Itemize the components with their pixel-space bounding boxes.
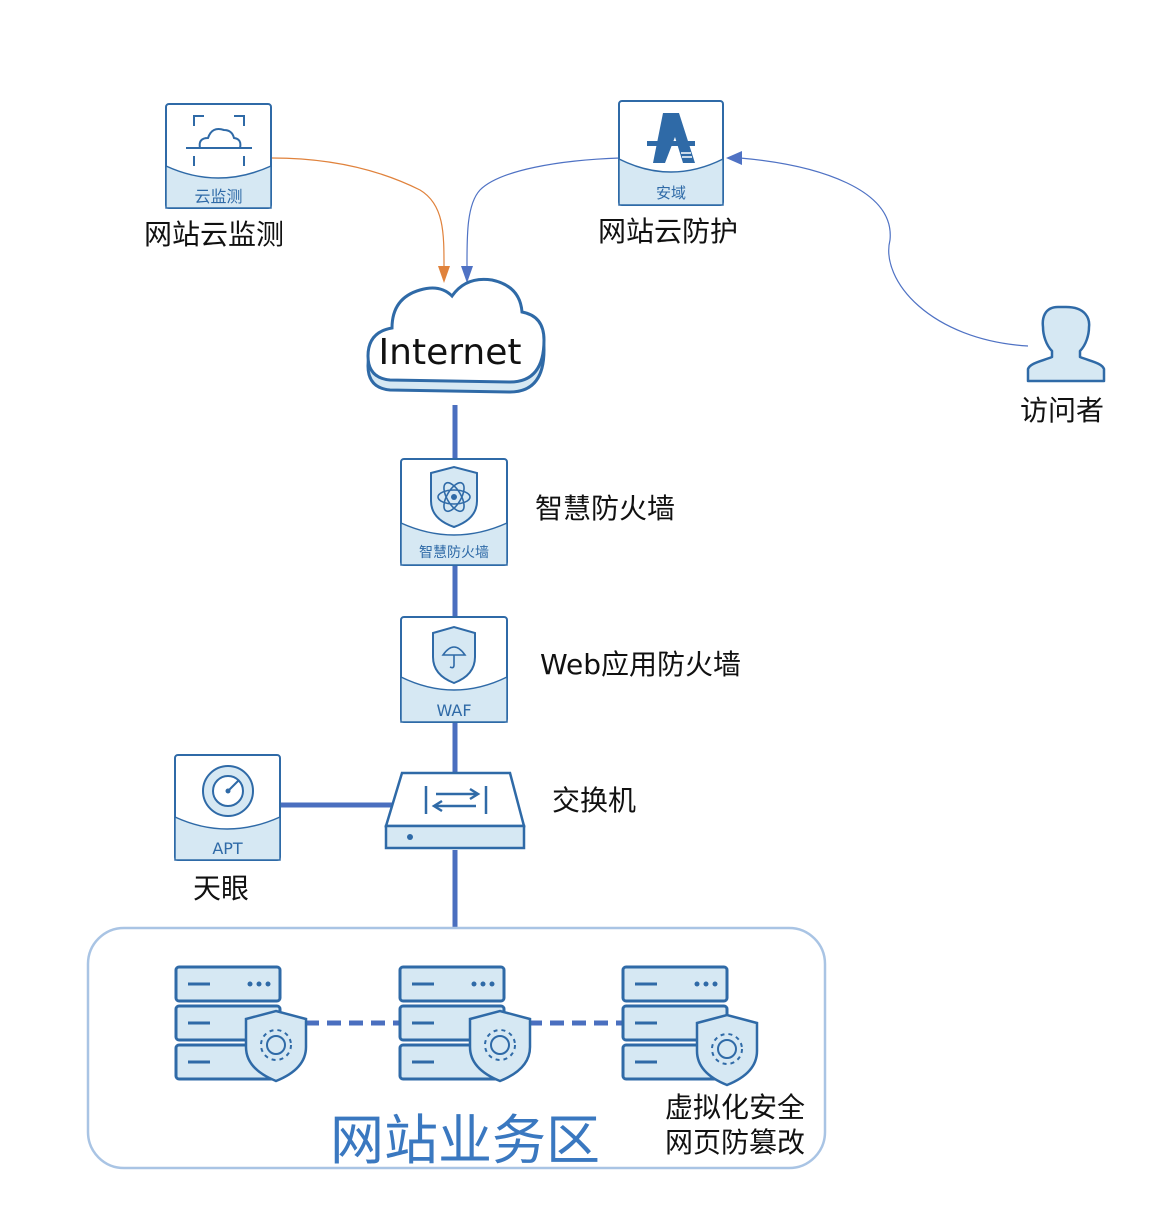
waf-label: Web应用防火墙 xyxy=(540,648,742,681)
arrow-cloud-monitor xyxy=(271,157,445,273)
server-3 xyxy=(621,965,759,1087)
visitor-person-icon xyxy=(1026,305,1106,383)
switch-arrows-icon xyxy=(424,786,488,814)
radar-icon xyxy=(202,765,254,817)
gear-shield-icon xyxy=(468,1009,532,1083)
arrow-cloud-protect xyxy=(466,157,621,271)
internet-cloud: Internet xyxy=(366,277,546,394)
arrowhead-monitor xyxy=(438,266,450,283)
gear-shield-icon xyxy=(695,1013,759,1087)
apt-label: 天眼 xyxy=(193,872,250,905)
cloud-protect-badge: 安域 xyxy=(656,184,686,202)
gear-shield-icon xyxy=(244,1009,308,1083)
cloud-protect-label: 网站云防护 xyxy=(598,215,739,248)
zone-boundary xyxy=(86,926,827,1170)
cloud-monitor-badge: 云监测 xyxy=(194,187,242,206)
smart-firewall-badge: 智慧防火墙 xyxy=(419,545,489,561)
umbrella-shield-icon xyxy=(432,625,476,685)
arrowhead-protect xyxy=(461,266,473,283)
zone-annotation-line1: 虚拟化安全 xyxy=(665,1091,806,1124)
waf-node: WAF xyxy=(400,616,508,723)
cloud-monitor-node: 云监测 xyxy=(165,103,272,209)
switch-node xyxy=(384,771,526,850)
cloud-monitor-label: 网站云监测 xyxy=(144,218,285,251)
connections xyxy=(271,151,1029,1026)
apt-badge: APT xyxy=(212,839,243,858)
atom-shield-icon xyxy=(430,465,478,529)
zone-title: 网站业务区 xyxy=(330,1109,600,1172)
cloud-protect-node: 安域 xyxy=(618,100,724,206)
apt-node: APT xyxy=(174,754,281,861)
arrowhead-visitor xyxy=(726,151,742,165)
internet-label: Internet xyxy=(379,332,522,373)
zone-annotation-line2: 网页防篡改 xyxy=(665,1126,806,1159)
server-1 xyxy=(174,965,308,1083)
switch-label: 交换机 xyxy=(552,784,637,817)
smart-firewall-node: 智慧防火墙 xyxy=(400,458,508,566)
anyu-logo-icon xyxy=(647,113,695,163)
smart-firewall-label: 智慧防火墙 xyxy=(535,492,676,525)
arrow-visitor-protect xyxy=(739,157,1029,347)
waf-badge: WAF xyxy=(436,701,471,720)
visitor-label: 访问者 xyxy=(1020,394,1105,427)
cloud-scan-icon xyxy=(186,115,252,166)
server-2 xyxy=(398,965,532,1083)
